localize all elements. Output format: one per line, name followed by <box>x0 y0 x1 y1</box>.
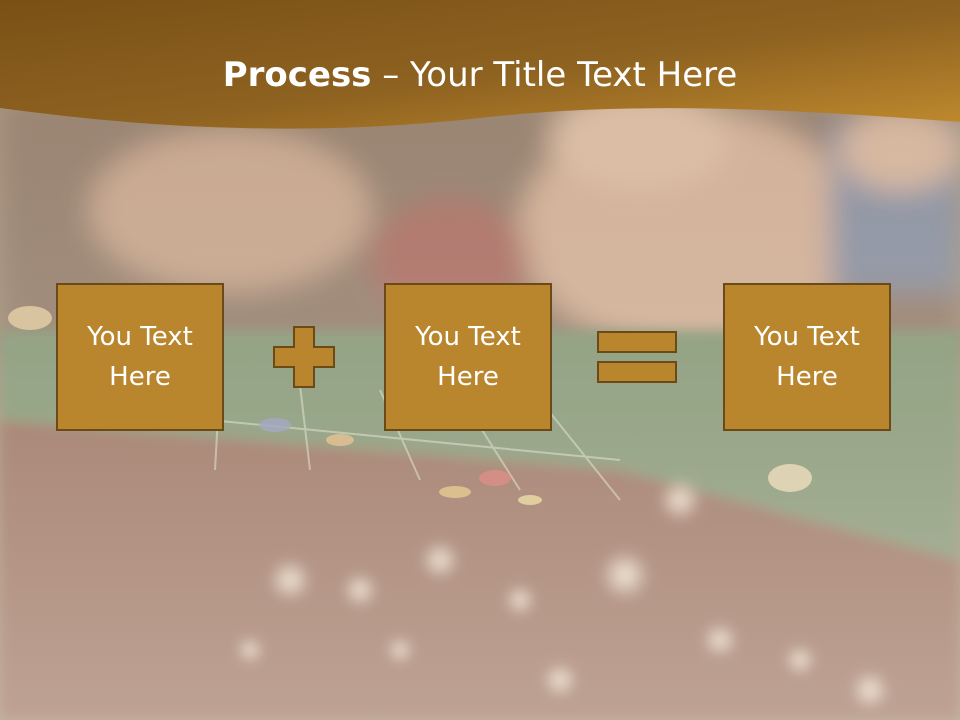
title-bold: Process <box>222 55 372 95</box>
process-box-1-label: You Text Here <box>87 322 193 392</box>
process-box-1[interactable]: You Text Here <box>56 283 224 431</box>
slide-title: Process – Your Title Text Here <box>0 52 960 98</box>
process-box-3-label: You Text Here <box>754 322 860 392</box>
process-box-2-label: You Text Here <box>415 322 521 392</box>
process-box-3[interactable]: You Text Here <box>723 283 891 431</box>
header-band <box>0 0 960 129</box>
title-rest: – Your Title Text Here <box>371 55 738 95</box>
equals-icon <box>597 331 677 383</box>
process-box-2[interactable]: You Text Here <box>384 283 552 431</box>
plus-icon <box>273 326 335 388</box>
